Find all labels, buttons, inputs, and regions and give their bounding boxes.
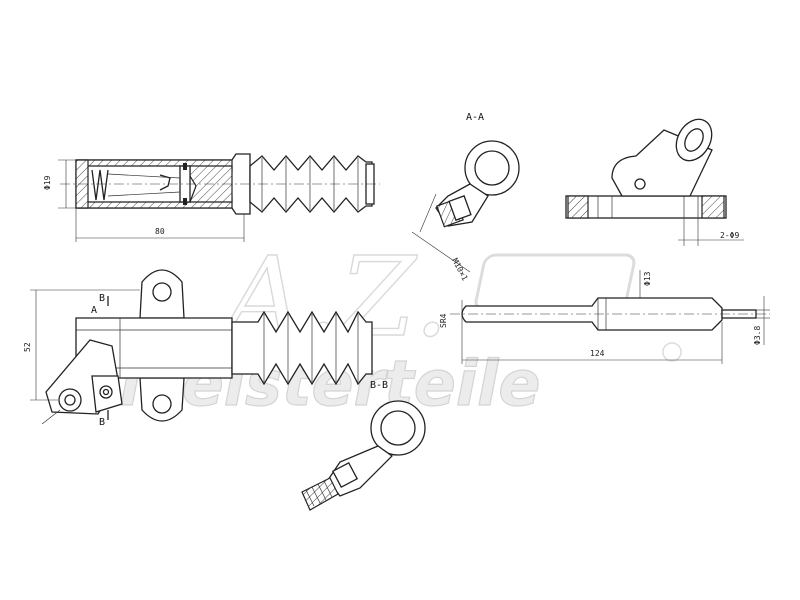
section-b-b: B-B <box>301 380 426 511</box>
label-section-a-a: A-A <box>466 112 484 123</box>
section-marker-a: A <box>91 305 97 316</box>
dim-bore-diameter: Φ19 <box>43 175 52 190</box>
sectional-view: Φ19 80 <box>43 153 380 242</box>
dim-rod-tip-radius: SR4 <box>439 313 448 328</box>
section-marker-b-bottom: B <box>99 417 105 428</box>
dim-height: 52 <box>23 342 32 352</box>
dim-rod-length: 124 <box>590 349 605 358</box>
side-bellows <box>231 310 373 386</box>
push-rod: Φ13 124 SR4 Φ3.8 <box>439 270 770 364</box>
dim-mount-holes: 2-Φ9 <box>720 231 739 240</box>
bellows-boot <box>249 155 373 213</box>
dim-rod-diameter: Φ13 <box>643 271 652 286</box>
dim-overall-length: 80 <box>155 227 165 236</box>
section-marker-b-top: B <box>99 293 105 304</box>
spring <box>91 169 109 201</box>
mount-view: 2-Φ9 <box>565 118 744 246</box>
side-view: B B A 52 <box>23 269 373 428</box>
section-a-a: A-A M10×1 <box>411 112 520 282</box>
dim-rod-tip-diameter: Φ3.8 <box>753 326 762 345</box>
threaded-fitting <box>301 461 359 511</box>
label-section-b-b: B-B <box>370 380 388 391</box>
